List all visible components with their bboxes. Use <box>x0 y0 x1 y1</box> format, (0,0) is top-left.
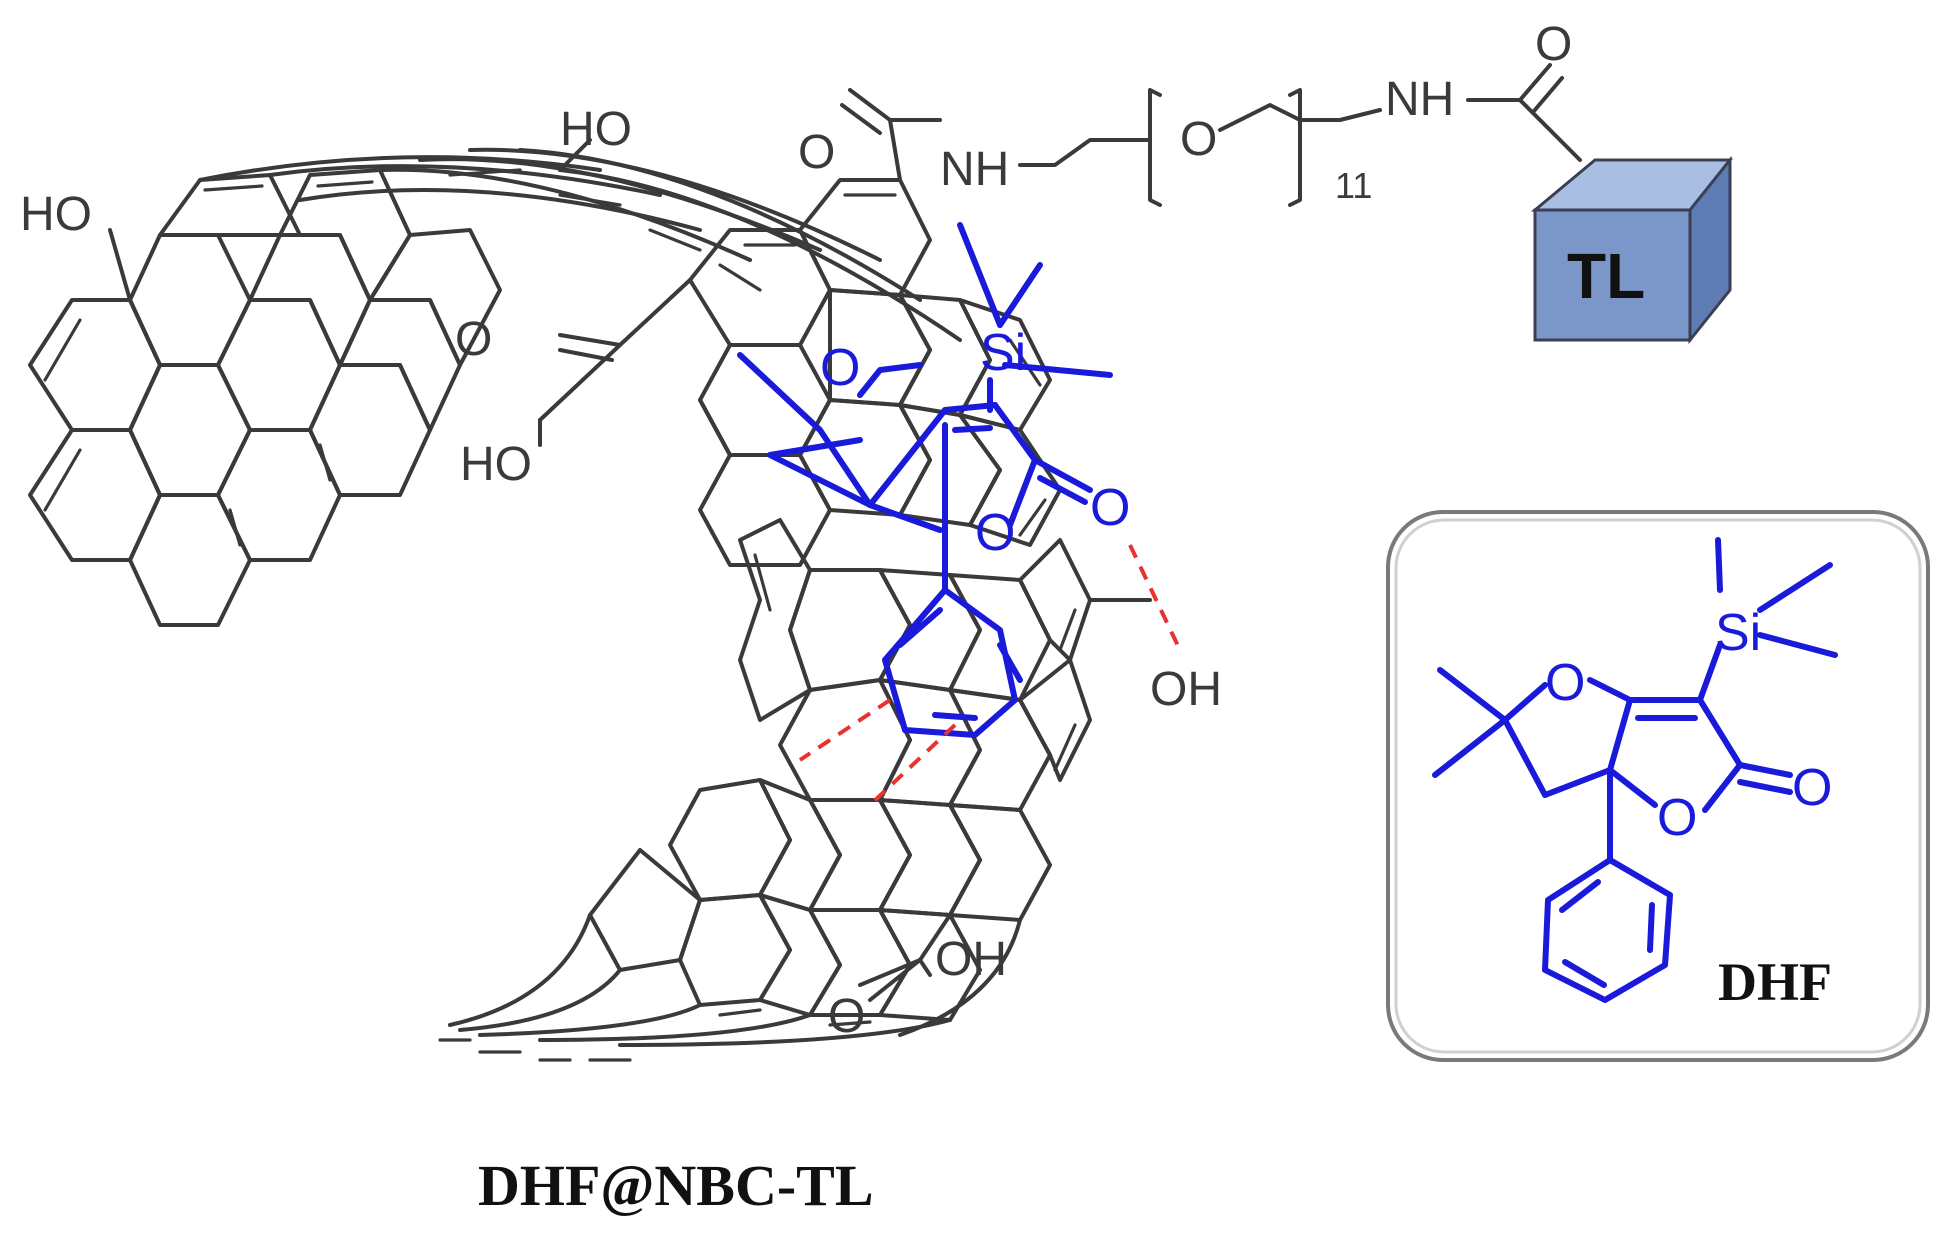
carbon-scaffold: HO HO O HO O NH O 11 NH O OH OH O <box>20 18 1582 1062</box>
interaction-lines <box>798 544 1182 807</box>
inset-ring-oxygen-label: O <box>1545 654 1585 712</box>
dhf-guest-molecule: Si O O O <box>737 222 1130 738</box>
guest-carbonyl-oxygen-label: O <box>1090 479 1130 537</box>
targeting-ligand-cube: TL <box>1530 155 1734 345</box>
scaffold-atom-labels: HO HO O HO O NH O 11 NH O OH OH O <box>20 18 1572 1043</box>
inset-dhf-label: DHF <box>1718 952 1832 1012</box>
left-wing-rings <box>28 168 502 627</box>
main-caption: DHF@NBC-TL <box>478 1153 874 1218</box>
inset-carbonyl-oxygen-label: O <box>1792 759 1832 817</box>
terminal-nh-label: NH <box>1385 73 1454 126</box>
targeting-ligand-label: TL <box>1567 240 1645 312</box>
inset-silicon-label: Si <box>1715 604 1761 662</box>
right-column-rings <box>688 178 1092 812</box>
carbonyl-oxygen-label: O <box>1535 18 1572 71</box>
pi-stacking-line-2 <box>868 723 957 807</box>
pi-stacking-line-1 <box>798 698 892 762</box>
hydroxyl-label-left: HO <box>20 188 92 241</box>
inset-lactone-oxygen-label: O <box>1657 789 1697 847</box>
hydroxyl-label-bottom: OH <box>935 933 1007 986</box>
repeat-count-label: 11 <box>1335 165 1372 206</box>
oxygen-label-bottom: O <box>828 990 865 1043</box>
hydroxyl-label-right: OH <box>1150 663 1222 716</box>
guest-lactone-oxygen-label: O <box>975 504 1015 562</box>
amide-oxygen-label: O <box>798 126 835 179</box>
cube-front-face <box>1533 208 1692 342</box>
ether-oxygen-label: O <box>1180 113 1217 166</box>
inset-frame <box>1386 510 1930 1062</box>
amide-nh-label: NH <box>940 143 1009 196</box>
substituent-bonds <box>108 63 1582 1002</box>
carboxyl-oxygen-label: O <box>455 313 492 366</box>
hydroxyl-label-top: HO <box>560 103 632 156</box>
dhf-inset: Si O O O DHF <box>1386 510 1930 1062</box>
guest-ring-oxygen-label: O <box>820 339 860 397</box>
guest-silicon-label: Si <box>980 324 1026 382</box>
hydrogen-bond-line <box>1128 544 1182 651</box>
upper-arch-sheets <box>198 147 962 342</box>
carboxyl-hydroxyl-label: HO <box>460 438 532 491</box>
lower-arch-sheets <box>438 778 1052 1062</box>
